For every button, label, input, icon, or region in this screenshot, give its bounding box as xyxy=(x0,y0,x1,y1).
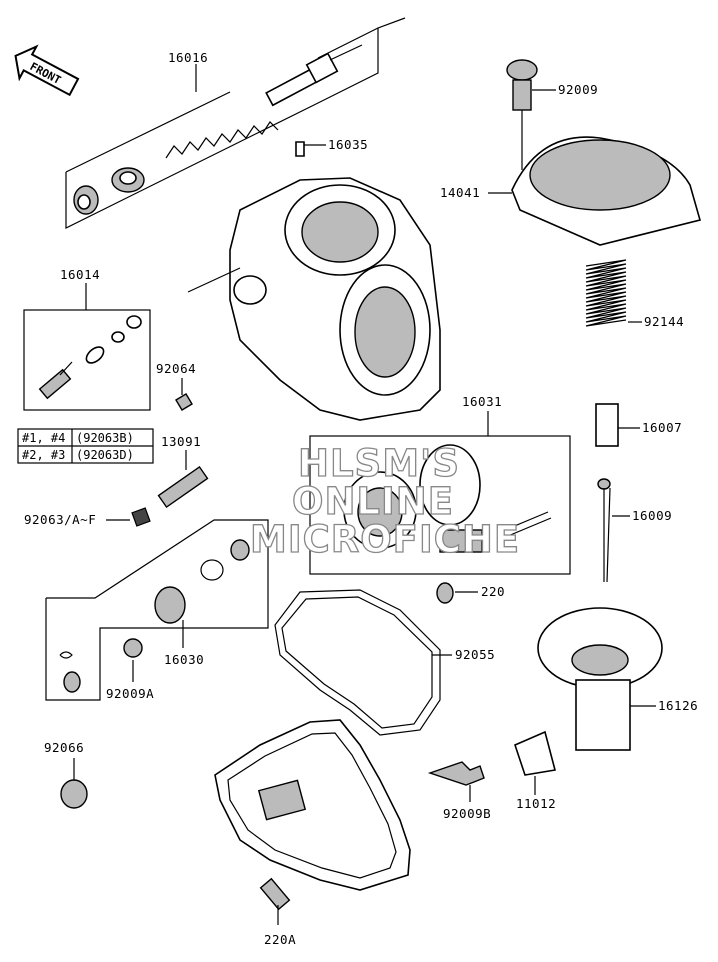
part-92009-shape xyxy=(506,59,556,111)
part-92063-shape xyxy=(131,507,151,527)
carburetor-body xyxy=(187,141,441,421)
label-220: 220 xyxy=(481,584,505,599)
label-92009b: 92009B xyxy=(443,806,491,821)
label-92009: 92009 xyxy=(558,82,598,97)
label-92009a: 92009A xyxy=(106,686,154,701)
part-13091-shape xyxy=(157,450,209,509)
label-16126: 16126 xyxy=(658,698,698,713)
group-16014 xyxy=(23,283,151,411)
label-92055: 92055 xyxy=(455,647,495,662)
label-92063: 92063/A~F xyxy=(24,512,96,527)
label-14041: 14041 xyxy=(440,185,480,200)
part-16007-shape xyxy=(595,403,619,447)
table-row-1-cylinders: #1, #4 xyxy=(22,431,65,445)
float-bowl xyxy=(214,719,411,891)
group-16030 xyxy=(45,519,269,701)
label-16007: 16007 xyxy=(642,420,682,435)
watermark-line-2: ONLINE xyxy=(292,480,454,523)
label-16030: 16030 xyxy=(164,652,204,667)
label-13091: 13091 xyxy=(161,434,201,449)
label-16009: 16009 xyxy=(632,508,672,523)
table-row-1-part: (92063B) xyxy=(76,431,134,445)
group-16031 xyxy=(309,411,571,575)
watermark-line-3: MICROFICHE xyxy=(250,518,520,561)
cylinder-table: #1, #4 (92063B) #2, #3 (92063D) xyxy=(17,428,154,464)
label-16031: 16031 xyxy=(462,394,502,409)
label-16014: 16014 xyxy=(60,267,100,282)
group-16016 xyxy=(65,17,406,229)
part-16009-needle xyxy=(597,478,630,583)
label-92144: 92144 xyxy=(644,314,684,329)
part-11012-shape xyxy=(514,730,556,776)
part-220-shape xyxy=(436,582,454,604)
part-16126-shape xyxy=(537,607,663,751)
label-92066: 92066 xyxy=(44,740,84,755)
part-220a-shape xyxy=(259,877,291,911)
watermark-line-1: HLSM'S xyxy=(298,442,460,485)
label-11012: 11012 xyxy=(516,796,556,811)
part-92009b-shape xyxy=(427,761,485,786)
front-arrow-icon: FRONT xyxy=(14,44,80,97)
part-14041-shape xyxy=(488,110,701,246)
label-16035: 16035 xyxy=(328,137,368,152)
label-220a: 220A xyxy=(264,932,296,947)
part-92064-shape xyxy=(175,393,193,411)
part-92066-shape xyxy=(60,758,88,809)
part-92055-gasket xyxy=(274,589,441,736)
label-92064: 92064 xyxy=(156,361,196,376)
leader-lines xyxy=(195,64,326,146)
label-16016: 16016 xyxy=(168,50,208,65)
part-92144-spring xyxy=(585,259,627,327)
table-row-2-part: (92063D) xyxy=(76,448,134,462)
table-row-2-cylinders: #2, #3 xyxy=(22,448,65,462)
